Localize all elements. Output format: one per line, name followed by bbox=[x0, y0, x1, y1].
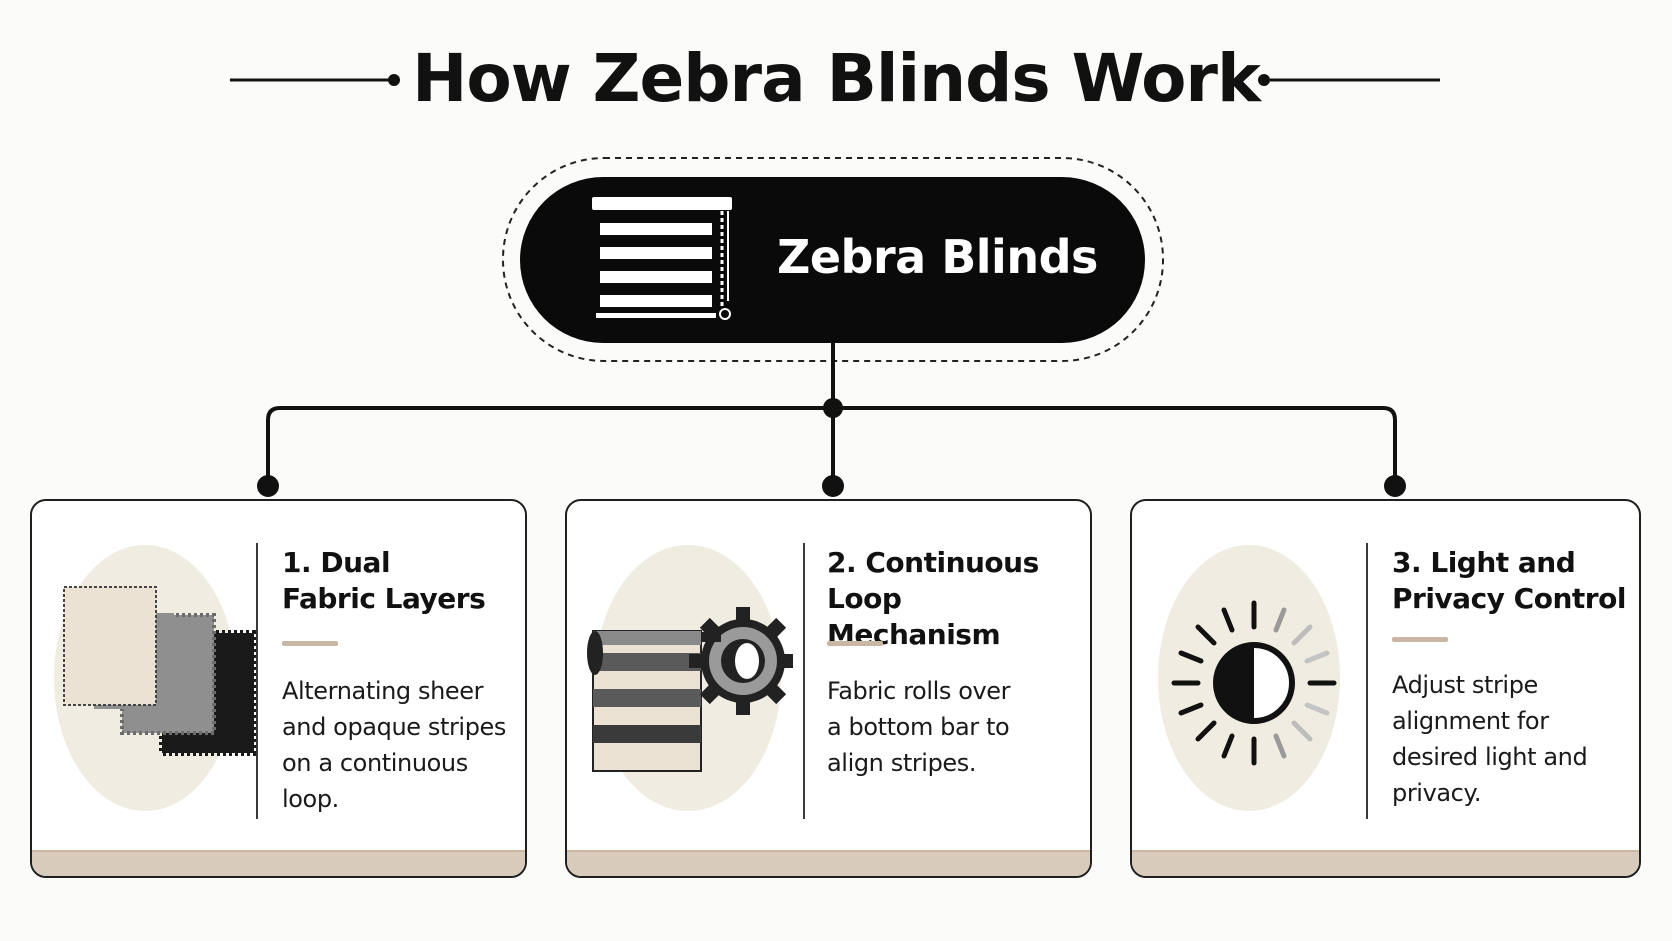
card-title: 3. Light and Privacy Control bbox=[1392, 546, 1626, 615]
roller-gear-icon bbox=[587, 607, 793, 772]
card-accent-bar bbox=[1392, 637, 1448, 642]
card-description: Adjust stripe alignment for desired ligh… bbox=[1392, 671, 1588, 807]
card-accent-bar bbox=[282, 641, 338, 646]
card-base-strip bbox=[1132, 850, 1639, 876]
central-node: Zebra Blinds bbox=[520, 177, 1145, 343]
card-base-strip bbox=[567, 850, 1090, 876]
card-title: 1. Dual Fabric Layers bbox=[282, 546, 486, 615]
card-divider bbox=[803, 543, 805, 819]
card-description: Fabric rolls over a bottom bar to align … bbox=[827, 677, 1011, 777]
sun-half-icon bbox=[1171, 600, 1337, 766]
zebra-blinds-icon bbox=[592, 197, 732, 320]
card-continuous-loop-mechanism: 2. Continuous Loop Mechanism Fabric roll… bbox=[565, 499, 1092, 878]
card-title: 2. Continuous Loop Mechanism bbox=[827, 546, 1039, 651]
card-base-strip bbox=[32, 850, 525, 876]
card-divider bbox=[1366, 543, 1368, 819]
card-dual-fabric-layers: 1. Dual Fabric Layers Alternating sheer … bbox=[30, 499, 527, 878]
card-light-and-privacy-control: 3. Light and Privacy Control Adjust stri… bbox=[1130, 499, 1641, 878]
card-divider bbox=[256, 543, 258, 819]
fabric-swatches-icon bbox=[63, 586, 257, 756]
card-description: Alternating sheer and opaque stripes on … bbox=[282, 677, 506, 813]
central-label: Zebra Blinds bbox=[777, 230, 1098, 284]
card-accent-bar bbox=[827, 641, 883, 646]
page-title: How Zebra Blinds Work bbox=[412, 40, 1261, 117]
